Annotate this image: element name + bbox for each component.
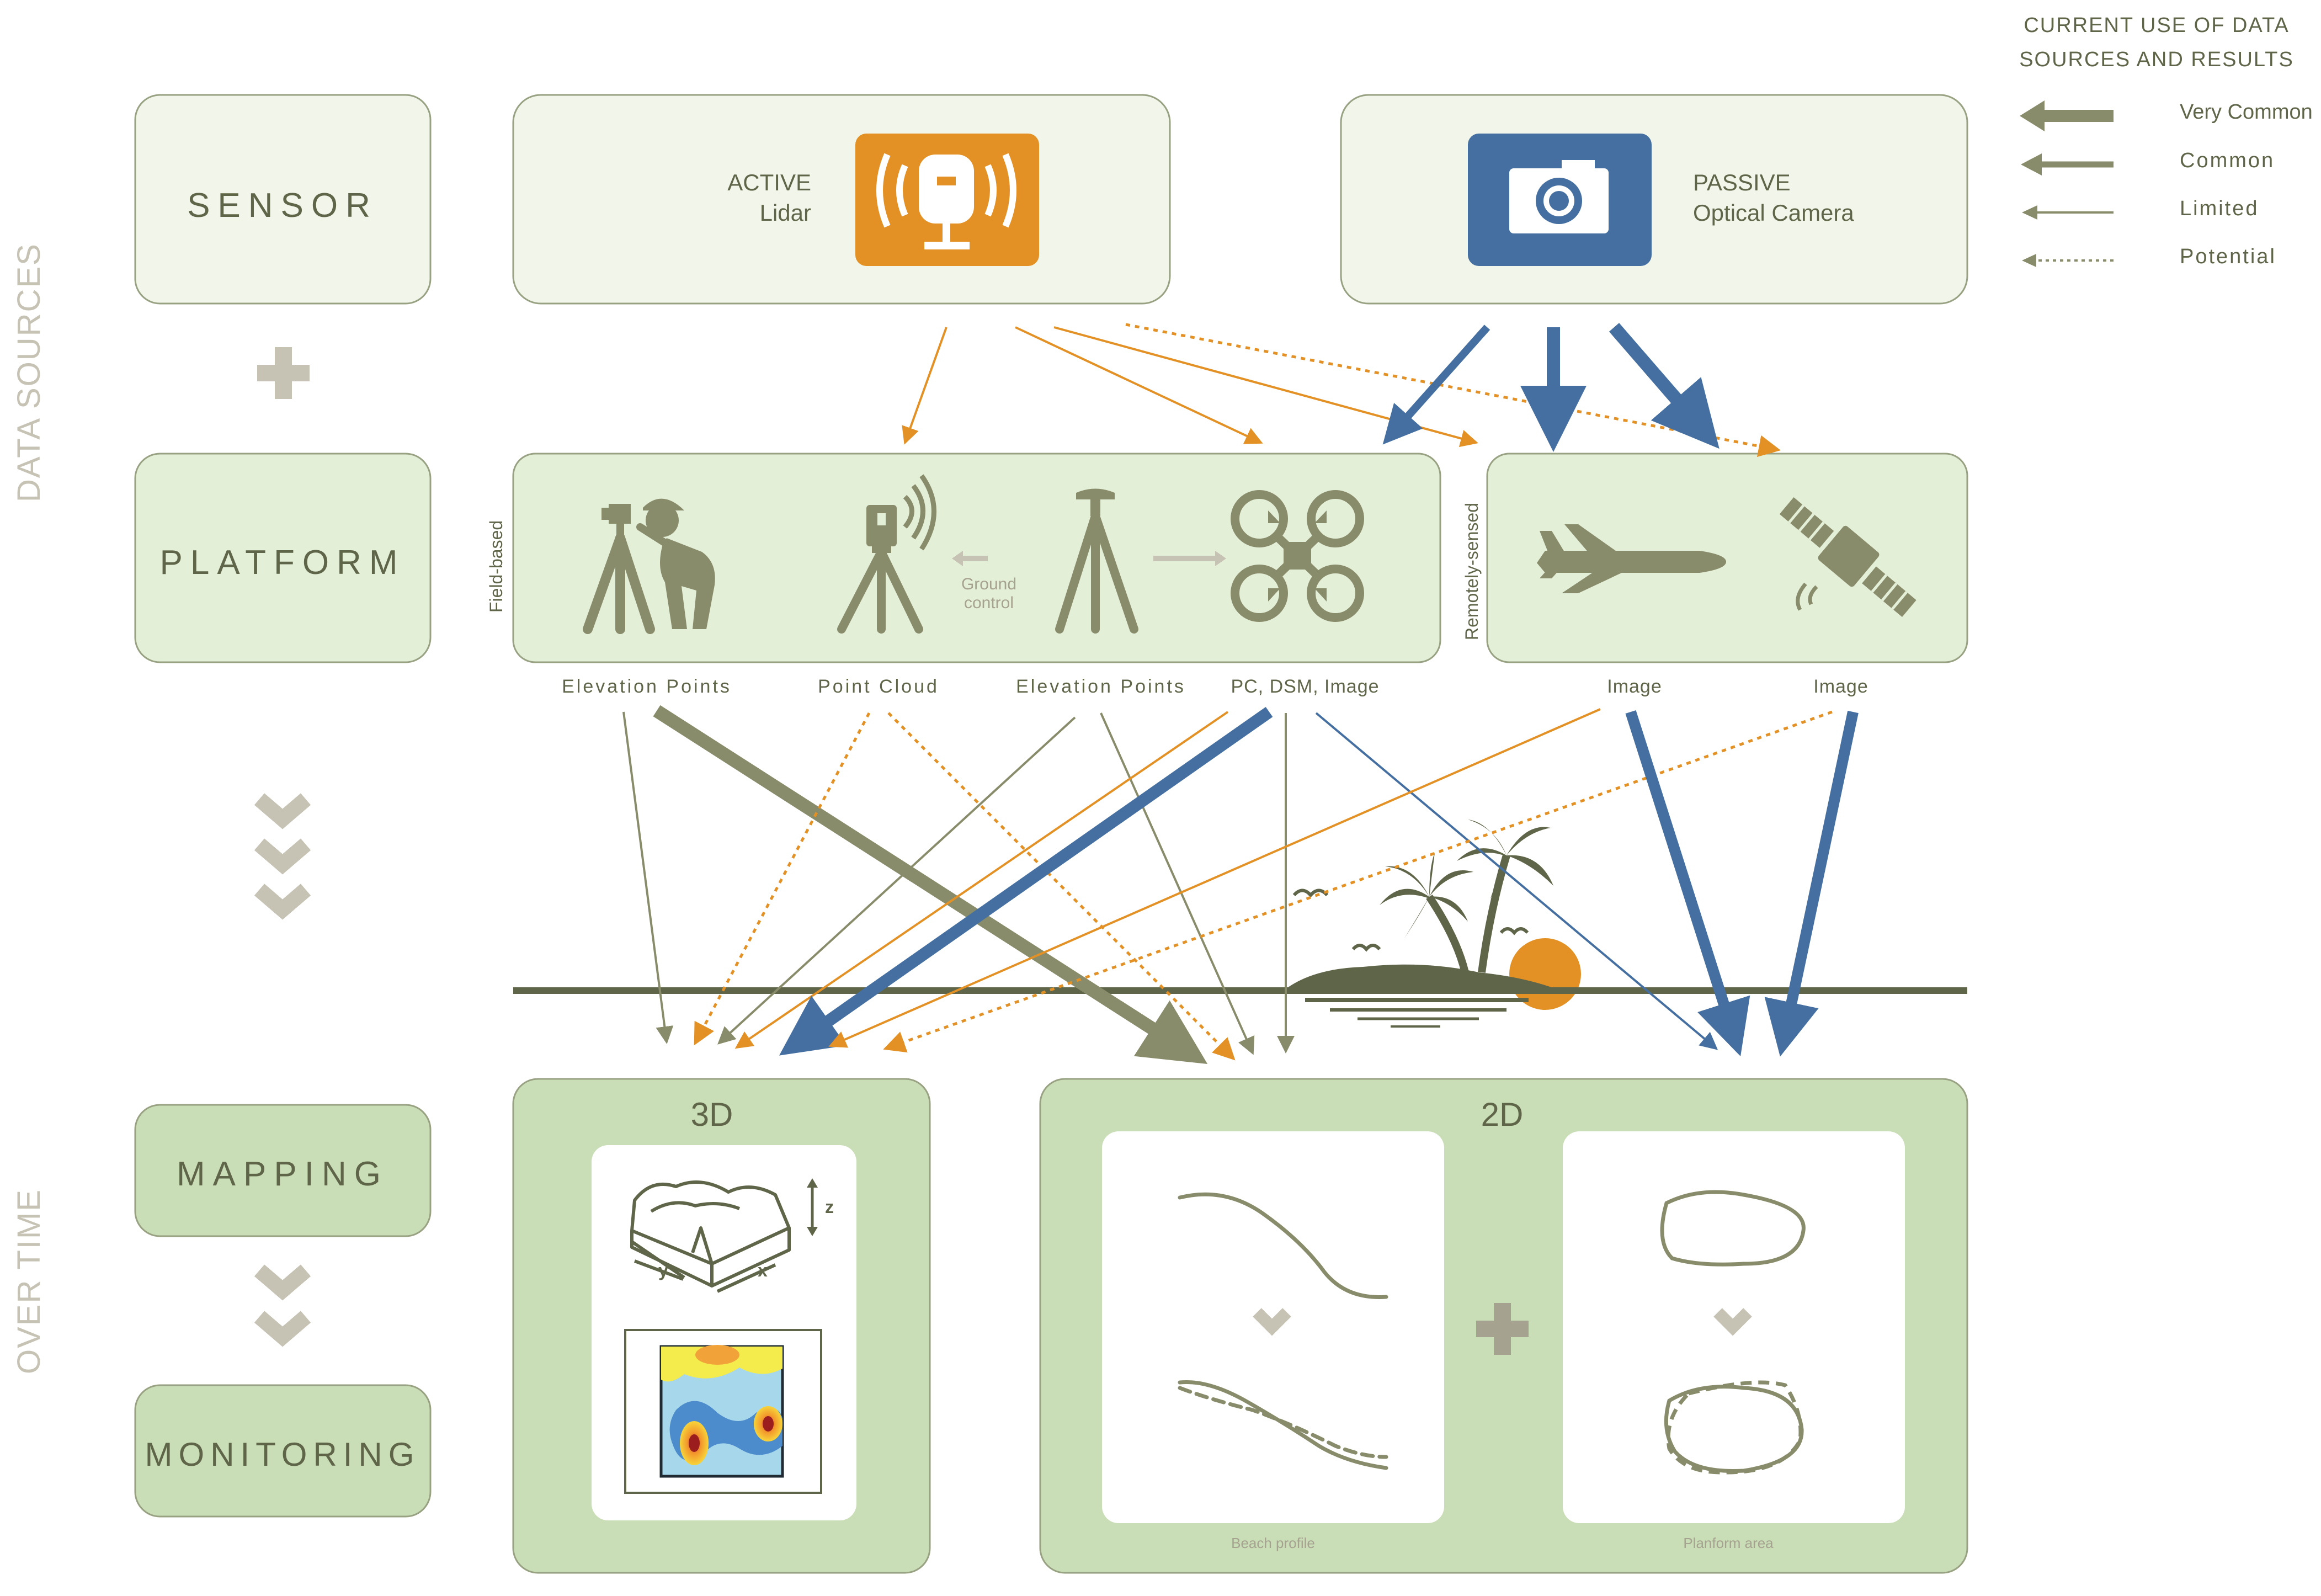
output-label-image-satellite: Image	[1813, 676, 1868, 697]
arrow-lidar-to-satellite	[1125, 323, 1781, 457]
island-scene	[1286, 820, 1581, 1028]
active-label: ACTIVE	[727, 169, 811, 195]
arrow-satellite-orange-to-3d	[883, 710, 1833, 1053]
result-3d-title: 3D	[691, 1096, 733, 1133]
arrow-pc-to-2d	[887, 712, 1236, 1061]
laser-scanner-icon	[837, 474, 936, 634]
z-axis-label: z	[825, 1197, 834, 1217]
camera-icon	[1468, 134, 1652, 266]
arrow-left-icon	[952, 551, 988, 566]
mapping-box: MAPPING	[134, 1104, 432, 1237]
arrow-drone-blue-to-2d	[1315, 712, 1718, 1050]
arrow-lidar-to-drone	[1015, 326, 1263, 444]
result-3d-panel: 3D z y x	[512, 1078, 931, 1574]
arrow-pc-to-3d	[694, 712, 871, 1046]
surveyor-icon	[583, 498, 715, 634]
elevation-map-icon	[624, 1329, 822, 1494]
arrow-elev1-to-3d	[622, 711, 674, 1044]
result-2d-panel: 2D Beach profile Planform area	[1039, 1078, 1968, 1574]
arrow-elev2-to-3d	[717, 716, 1076, 1045]
gnss-tripod-icon	[1055, 488, 1138, 634]
active-sensor-box: ACTIVE Lidar	[512, 94, 1171, 305]
monitoring-box: MONITORING	[134, 1384, 432, 1518]
arrow-lidar-to-scanner	[902, 327, 947, 445]
terrain-block-icon	[630, 1180, 791, 1293]
arrow-airplane-blue-to-2d	[1625, 710, 1750, 1057]
flow-arrows	[622, 323, 1859, 1064]
plus-icon	[1476, 1303, 1529, 1355]
sensor-label: SENSOR	[187, 187, 378, 225]
platform-box: PLATFORM	[134, 453, 432, 663]
side-label-data-sources: DATA SOURCES	[11, 243, 47, 502]
chevron-down-icon	[1253, 1308, 1291, 1336]
arrow-camera-to-drone	[1382, 324, 1490, 445]
z-axis-arrow-icon	[807, 1178, 818, 1236]
mapping-label: MAPPING	[177, 1155, 388, 1193]
airplane-icon	[1537, 524, 1726, 593]
legend-item-limited: Limited	[2180, 197, 2259, 220]
legend: CURRENT USE OF DATA SOURCES AND RESULTS …	[2019, 14, 2313, 268]
chevrons-down-icon	[254, 1264, 311, 1347]
ground-control-label-1: Ground	[961, 575, 1016, 593]
legend-item-common: Common	[2180, 149, 2275, 172]
remotely-sensed-label: Remotely-sensed	[1462, 503, 1482, 640]
monitoring-label: MONITORING	[145, 1436, 420, 1473]
arrow-camera-to-satellite	[1609, 323, 1720, 449]
beach-profile-caption: Beach profile	[1231, 1535, 1315, 1551]
legend-item-potential: Potential	[2180, 245, 2276, 268]
result-2d-title: 2D	[1481, 1096, 1524, 1133]
passive-label: PASSIVE	[1693, 169, 1791, 195]
output-label-pc-dsm-image: PC, DSM, Image	[1231, 676, 1379, 697]
beach-profile-icon	[1178, 1192, 1388, 1470]
arrow-elev1-to-2d	[653, 705, 1208, 1064]
passive-sensor-box: PASSIVE Optical Camera	[1340, 94, 1968, 305]
lidar-label: Lidar	[760, 200, 811, 226]
output-label-image-airplane: Image	[1607, 676, 1662, 697]
arrow-lidar-to-airplane	[1053, 326, 1478, 448]
ground-control-label-2: control	[964, 594, 1014, 612]
arrow-satellite-blue-to-2d	[1764, 710, 1859, 1057]
output-label-point-cloud: Point Cloud	[818, 676, 939, 697]
y-axis-label: y	[658, 1260, 668, 1280]
x-axis-label: x	[758, 1260, 768, 1280]
optical-camera-label: Optical Camera	[1693, 200, 1854, 226]
chevron-down-icon	[1713, 1308, 1752, 1336]
legend-title-line-1: CURRENT USE OF DATA	[2024, 14, 2289, 37]
chevrons-down-icon	[254, 793, 311, 920]
drone-icon	[1231, 490, 1364, 622]
arrow-elev2-to-2d	[1100, 712, 1255, 1055]
planform-area-icon	[1660, 1190, 1806, 1475]
plus-icon	[257, 347, 310, 399]
output-label-elevation-points-1: Elevation Points	[562, 676, 732, 697]
satellite-icon	[1779, 497, 1917, 618]
legend-title-line-2: SOURCES AND RESULTS	[2019, 48, 2294, 71]
sensor-box: SENSOR	[134, 94, 432, 305]
planform-area-caption: Planform area	[1683, 1535, 1774, 1551]
platform-label: PLATFORM	[160, 544, 406, 582]
arrow-right-icon	[1153, 551, 1226, 566]
arrow-airplane-orange-to-3d	[828, 708, 1601, 1048]
field-based-label: Field-based	[486, 520, 506, 613]
arrow-drone-orange-to-3d	[734, 711, 1229, 1049]
legend-item-very-common: Very Common	[2180, 100, 2313, 124]
output-label-elevation-points-2: Elevation Points	[1016, 676, 1186, 697]
arrow-drone-blue-to-3d	[779, 706, 1273, 1056]
lidar-icon	[855, 134, 1039, 266]
side-label-over-time: OVER TIME	[11, 1189, 47, 1374]
remotely-sensed-box	[1486, 453, 1968, 663]
